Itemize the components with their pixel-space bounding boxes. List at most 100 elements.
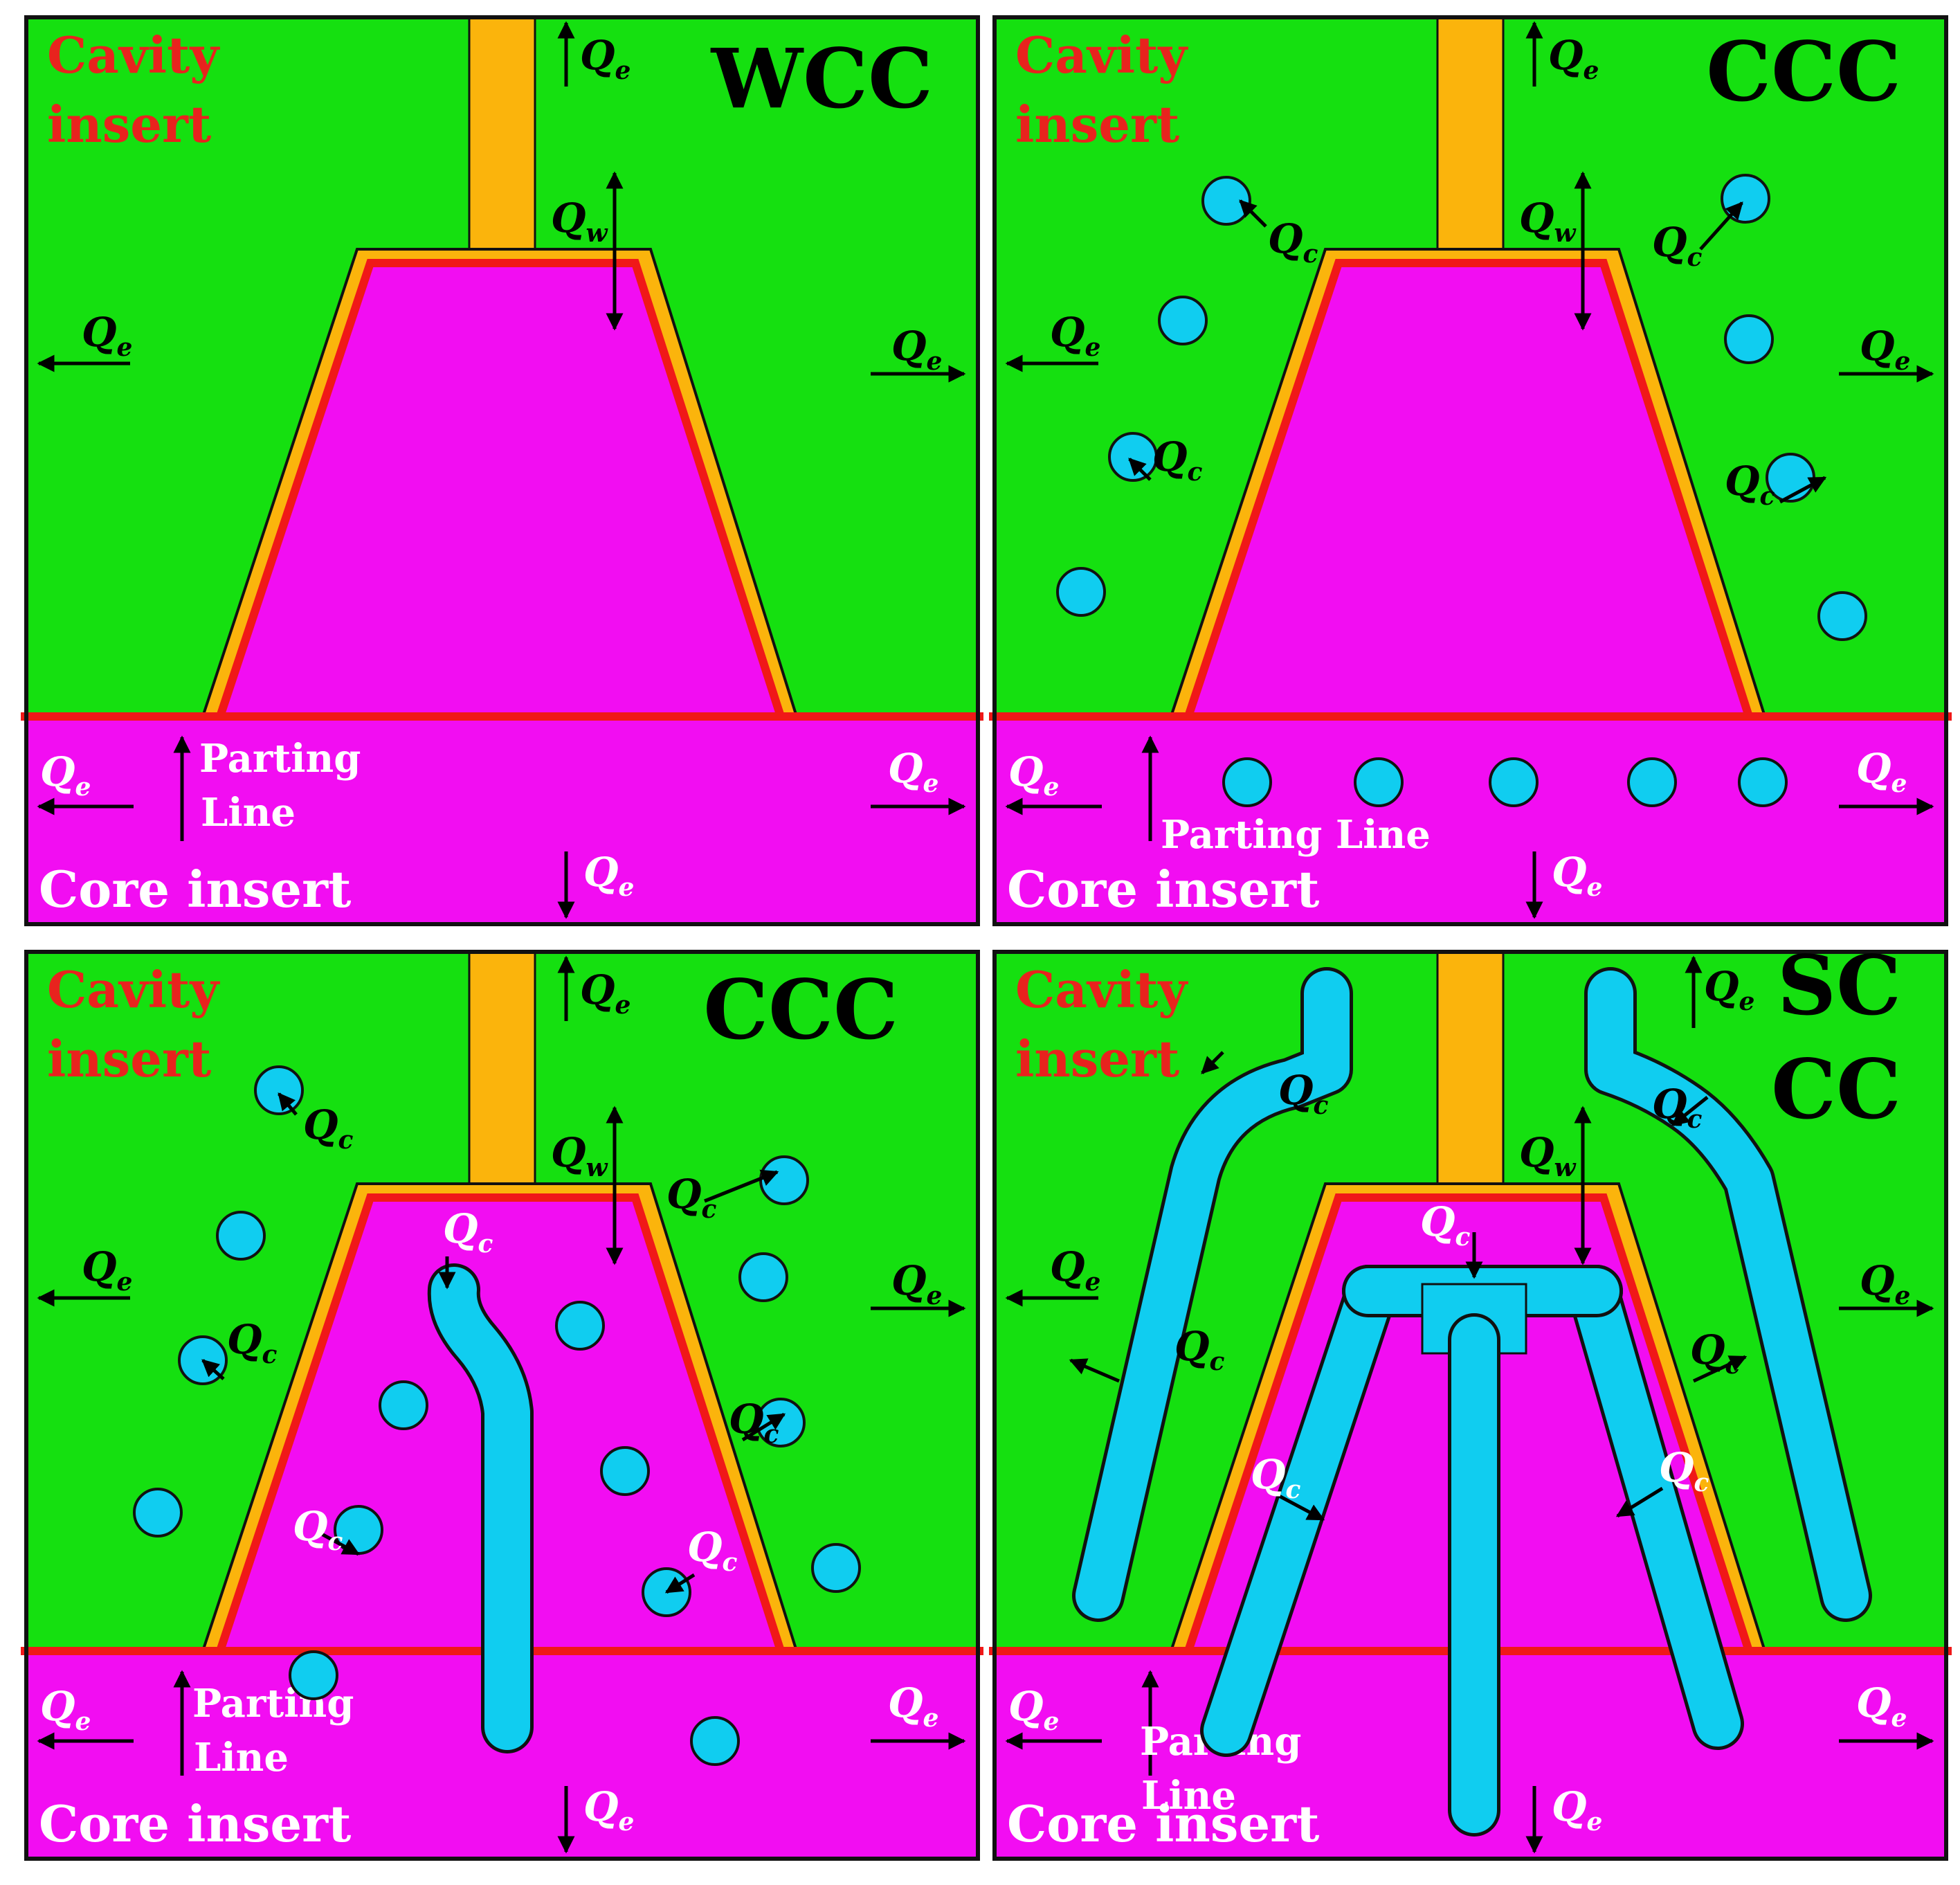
heat-flux-label: Qe [1050, 309, 1100, 362]
heat-flux-label: Qc [729, 1396, 779, 1449]
cavity-insert-label: insert [1015, 95, 1179, 154]
heat-flux-label: Qw [1519, 195, 1577, 248]
heat-flux-label: Qe [891, 1257, 942, 1310]
part-core-interface [216, 259, 785, 718]
heat-flux-label: Qc [1251, 1451, 1301, 1504]
heat-flux-label: Qe [1856, 1679, 1907, 1733]
conformal-channel-core-left [1204, 1268, 1395, 1753]
cooling-channel-circle [254, 1065, 304, 1115]
cooling-channel-circle [1489, 757, 1539, 807]
cooling-channel-circle [1354, 757, 1404, 807]
heat-flux-label: Qc [227, 1316, 278, 1369]
parting-line-label: Parting Line [1161, 812, 1431, 858]
heat-flow-arrow [741, 1412, 786, 1442]
heat-flow-arrow [1699, 201, 1743, 251]
cooling-channel-circle [379, 1380, 428, 1430]
parting-line-label: Line [194, 1735, 289, 1780]
sprue [1436, 16, 1505, 251]
core-insert-label: Core insert [1007, 1794, 1319, 1853]
heat-flow-arrow [1671, 1096, 1709, 1126]
cooling-channel-circle [1724, 314, 1774, 364]
heat-flux-label: Qe [888, 745, 938, 798]
cooling-channel-circle [1201, 176, 1251, 226]
heat-flux-label: Qc [1420, 1198, 1471, 1252]
cooling-type-title: CCC [703, 962, 898, 1058]
core-protrusion [220, 263, 781, 716]
cooling-channel-circle [759, 1155, 809, 1205]
heat-flux-label: Qe [40, 748, 91, 802]
heat-flux-label: Qc [1152, 433, 1203, 487]
cooling-channel-circle [1627, 757, 1677, 807]
heat-flux-label: Qw [551, 1129, 609, 1182]
heat-flow-arrow [1692, 1355, 1748, 1383]
cooling-channel-circle [600, 1446, 650, 1496]
part-core-interface [1184, 1193, 1753, 1652]
heat-flow-arrow [1128, 458, 1152, 481]
core-insert-label: Core insert [39, 860, 351, 919]
cavity-insert-label: insert [47, 95, 211, 154]
heat-flux-label: Qc [1690, 1326, 1741, 1380]
cooling-type-title: CCC [1706, 24, 1901, 120]
heat-flux-label: Qe [1860, 323, 1910, 376]
heat-flow-arrow [664, 1573, 696, 1594]
cooling-type-title: SC [1777, 937, 1901, 1034]
core-insert-label: Core insert [39, 1794, 351, 1853]
cavity-insert-label: Cavity [47, 960, 220, 1019]
heat-flux-label: Qe [1050, 1243, 1100, 1297]
heat-flux-label: Qe [40, 1683, 91, 1736]
panel-frame [992, 950, 1948, 1861]
heat-flux-label: Qc [1659, 1444, 1709, 1497]
heat-flux-label: Qe [1008, 748, 1059, 802]
heat-flux-label: Qw [551, 195, 609, 248]
heat-flux-label: Qc [1652, 219, 1703, 272]
part-core-interface [216, 1193, 785, 1652]
cavity-insert-label: Cavity [1015, 960, 1188, 1019]
heat-flux-label: Qe [580, 966, 630, 1020]
cooling-channel-circle [1817, 591, 1867, 641]
cavity-insert-label: Cavity [47, 26, 220, 84]
cooling-type-title: WCC [710, 30, 933, 127]
heat-flow-arrow [201, 1359, 225, 1380]
parting-line-label: Parting [199, 736, 361, 782]
cavity-insert-label: insert [47, 1029, 211, 1088]
cooling-channel-circle [555, 1301, 605, 1351]
heat-flow-arrow [1270, 1490, 1325, 1522]
cavity-insert-label: insert [1015, 1029, 1179, 1088]
cooling-channel-circle [216, 1211, 266, 1261]
cooling-channel-circle [738, 1252, 788, 1302]
heat-flow-arrow [278, 1092, 298, 1116]
heat-flux-label: Qe [583, 849, 634, 902]
heat-flow-arrow [704, 1169, 779, 1203]
heat-flux-label: Qe [82, 309, 132, 362]
part-core-interface [1184, 259, 1753, 718]
conformal-channel-core-right [1570, 1268, 1741, 1747]
cavity-insert-label: Cavity [1015, 26, 1188, 84]
heat-flux-label: Qc [1278, 1067, 1329, 1120]
heat-flux-label: Qe [1552, 849, 1602, 902]
cooling-type-title: CC [1771, 1041, 1901, 1137]
heat-flux-label: Qe [891, 323, 942, 376]
heat-flux-label: Qe [1552, 1783, 1602, 1837]
heat-flux-label: Qc [666, 1171, 717, 1224]
cooling-channel-circle [811, 1543, 861, 1593]
heat-flux-label: Qw [1519, 1129, 1577, 1182]
heat-flow-arrow [1069, 1358, 1120, 1383]
heat-flux-label: Qe [1008, 1683, 1059, 1736]
heat-flux-label: Qe [888, 1679, 938, 1733]
cooling-channel-circle [1108, 432, 1158, 482]
heat-flux-label: Qe [583, 1783, 634, 1837]
heat-flow-arrow [1239, 199, 1267, 228]
parting-line-label: Line [1141, 1773, 1236, 1819]
heat-flux-label: Qc [1174, 1323, 1225, 1376]
cooling-channel-circle [690, 1716, 740, 1766]
cooling-channel-circle [289, 1650, 338, 1700]
cooling-channel-circle [133, 1488, 183, 1537]
heat-flow-arrow [1779, 476, 1827, 504]
parting-line-label: Line [201, 790, 296, 836]
sprue [1436, 950, 1505, 1185]
heat-flux-label: Qe [1548, 32, 1599, 85]
